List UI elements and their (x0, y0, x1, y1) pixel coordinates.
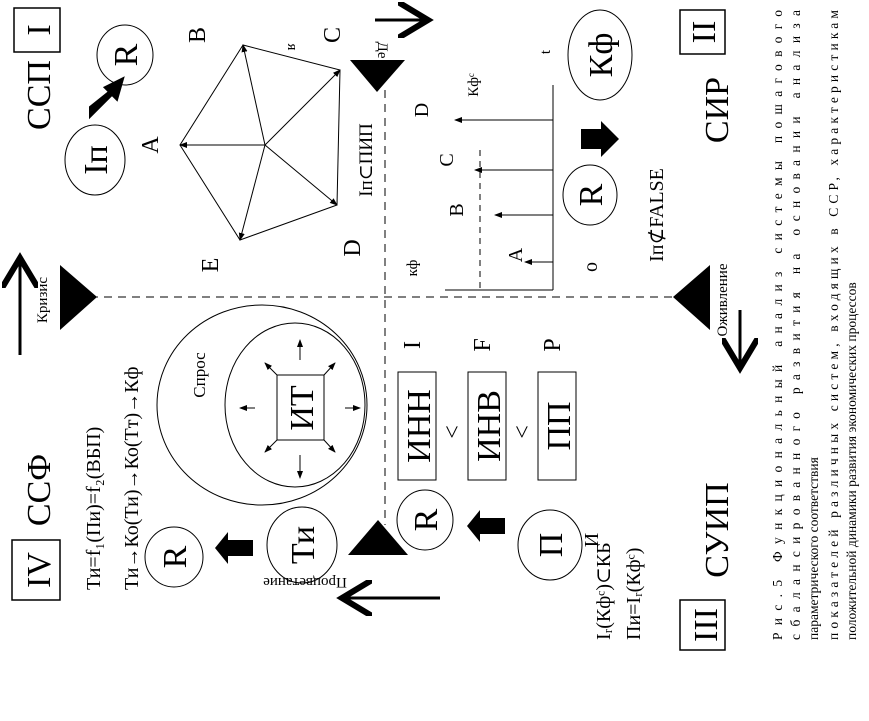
quadrant-iv-name: ССФ (21, 454, 58, 526)
graph-c: C (436, 153, 458, 166)
label-i: I (400, 341, 426, 349)
vertex-d: D (340, 239, 366, 256)
triangle-left (60, 265, 97, 330)
r-label-q3: R (408, 508, 445, 531)
ip-label: Iп (78, 145, 115, 175)
vertex-a: A (138, 136, 164, 154)
decline-suffix: я (284, 44, 300, 51)
quadrant-iv-box (11, 539, 61, 601)
inv-box (467, 371, 507, 481)
ti-circle (266, 506, 338, 584)
caption-line-5: положительной динамики развития экономич… (844, 282, 859, 640)
caption-line-3: параметрического соответствия (806, 457, 821, 640)
axis-t: t (538, 49, 554, 54)
lt-2: < (510, 425, 536, 439)
graph-a: A (505, 247, 527, 262)
kf-label: Кф (583, 33, 620, 78)
inn-label: ИНН (401, 389, 438, 463)
axis-kfc: Кфᶜ (466, 73, 482, 97)
inn-box (397, 371, 437, 481)
prosperity-label: Процветание (263, 574, 347, 590)
quadrant-i-name: ССП (21, 60, 58, 130)
quadrant-ii-box (679, 9, 726, 55)
thick-arrow-q4 (215, 532, 253, 564)
quadrant-i-box (13, 7, 61, 53)
vertex-e: E (198, 258, 224, 273)
quadrant-iv-number: IV (21, 552, 58, 588)
origin-o: o (580, 262, 602, 272)
label-p: P (540, 338, 566, 351)
quadrant-iii-box (679, 599, 726, 651)
formula-ti-1: Ти=f₁(Пи)=f₂(ВБП) (83, 427, 105, 590)
thick-arrow-q1 (89, 76, 125, 120)
pi-label: П (533, 533, 570, 558)
vertex-b: B (185, 27, 211, 43)
label-f: F (470, 338, 496, 351)
pp-box (537, 371, 577, 481)
r-circle-q3 (396, 489, 454, 551)
pp-label: ПП (541, 401, 578, 450)
graph-d: D (411, 103, 433, 117)
caption-line-2: сбалансированного развития на основании … (788, 10, 803, 640)
demand-label: Спрос (190, 352, 209, 398)
lt-1: < (440, 425, 466, 439)
r-label-q1: R (108, 43, 145, 66)
r-circle-q2 (562, 164, 618, 226)
crisis-label: Кризис (35, 277, 51, 323)
formula-ir: Iᵣ(Кфᶜ)⊂КБ (593, 542, 615, 640)
demand-ellipse (156, 304, 368, 506)
ip-circle (64, 124, 126, 196)
kf-graph (445, 85, 554, 291)
r-label-q2: R (573, 183, 610, 206)
axis-kf: кф (405, 259, 421, 276)
kf-ellipse (567, 9, 633, 101)
r-circle-q4 (144, 526, 204, 588)
inner-ellipse (224, 322, 366, 488)
pentagon-diagram (179, 44, 341, 241)
it-label: ИТ (284, 385, 321, 431)
r-label-q4: R (157, 545, 194, 568)
pi-circle (517, 509, 583, 581)
ip-relation-q2: Iп⊄FALSE (646, 168, 668, 262)
it-box (276, 374, 325, 441)
inv-label: ИНВ (471, 390, 508, 462)
quadrant-iii-number: III (688, 608, 725, 642)
caption-line-4: показателей различных систем, входящих в… (826, 10, 841, 640)
it-spread-arrows (239, 339, 361, 479)
caption-line-1: Рис.5 Функциональный анализ системы поша… (770, 10, 785, 640)
graph-b: B (446, 203, 468, 216)
ip-relation-q1: Iп⊂ПИП (356, 123, 377, 197)
triangle-right (673, 265, 710, 330)
quadrant-ii-number: II (686, 21, 723, 44)
revival-label: Оживление (715, 263, 731, 336)
thick-arrow-q3 (467, 510, 505, 542)
vertex-c: C (320, 27, 346, 43)
overlap-label: И (581, 533, 603, 547)
quadrant-iii-name: СУИП (699, 482, 736, 577)
formula-pi: Пи=Iᵣ(Кфᶜ) (623, 548, 645, 640)
thick-arrow-q2 (581, 121, 619, 157)
triangle-bottom (348, 520, 408, 555)
decline-label: Де (374, 41, 390, 58)
quadrant-i-number: I (21, 24, 58, 35)
r-circle-q1 (96, 24, 154, 86)
formula-ti-2: Ти→Ко(Ти)→Ко(Тт)→Кф (121, 367, 143, 590)
triangle-top (350, 60, 405, 92)
quadrant-ii-name: СИР (699, 77, 736, 143)
ti-label: Ти (285, 526, 322, 564)
